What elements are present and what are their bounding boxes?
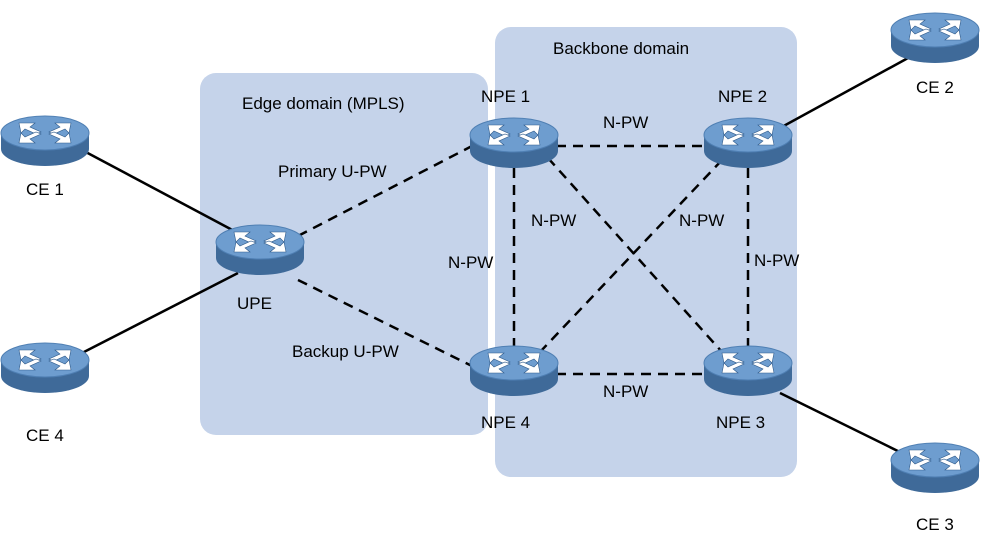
ce1-label: CE 1 — [26, 180, 64, 199]
npe2-label: NPE 2 — [718, 87, 767, 106]
link-npe3-ce3 — [779, 391, 913, 460]
backup-upw-label: Backup U-PW — [292, 342, 399, 361]
router-icon — [215, 224, 305, 276]
ce2-label: CE 2 — [916, 78, 954, 97]
router-icon — [890, 442, 980, 494]
edge-domain-label: Edge domain (MPLS) — [242, 94, 405, 113]
npw-npe1-npe3-label: N-PW — [531, 211, 576, 230]
npe1-label: NPE 1 — [481, 87, 530, 106]
npw-npe4-npe3-label: N-PW — [603, 382, 648, 401]
ce4-label: CE 4 — [26, 426, 64, 445]
npe4-label: NPE 4 — [481, 413, 530, 432]
npw-npe2-npe4-label: N-PW — [679, 211, 724, 230]
router-icon — [703, 117, 793, 169]
router-icon — [0, 342, 90, 394]
link-ce1-upe — [81, 148, 239, 235]
router-icon — [0, 115, 90, 167]
link-ce4-upe — [81, 271, 239, 355]
npw-npe2-npe3-label: N-PW — [754, 251, 799, 270]
npw-npe1-npe4-label: N-PW — [448, 253, 493, 272]
npe3-label: NPE 3 — [716, 413, 765, 432]
link-backup-upw — [297, 278, 473, 368]
link-npe2-ce2 — [779, 56, 909, 130]
link-npw-npe1-npe3 — [547, 157, 723, 353]
primary-upw-label: Primary U-PW — [278, 162, 387, 181]
edge-domain-region — [200, 73, 488, 435]
backbone-domain-label: Backbone domain — [553, 39, 689, 58]
npw-npe1-npe2-label: N-PW — [603, 113, 648, 132]
router-icon — [469, 117, 559, 169]
ce3-label: CE 3 — [916, 515, 954, 534]
upe-label: UPE — [237, 294, 272, 313]
router-icon — [890, 12, 980, 64]
router-icon — [469, 345, 559, 397]
router-icon — [703, 345, 793, 397]
